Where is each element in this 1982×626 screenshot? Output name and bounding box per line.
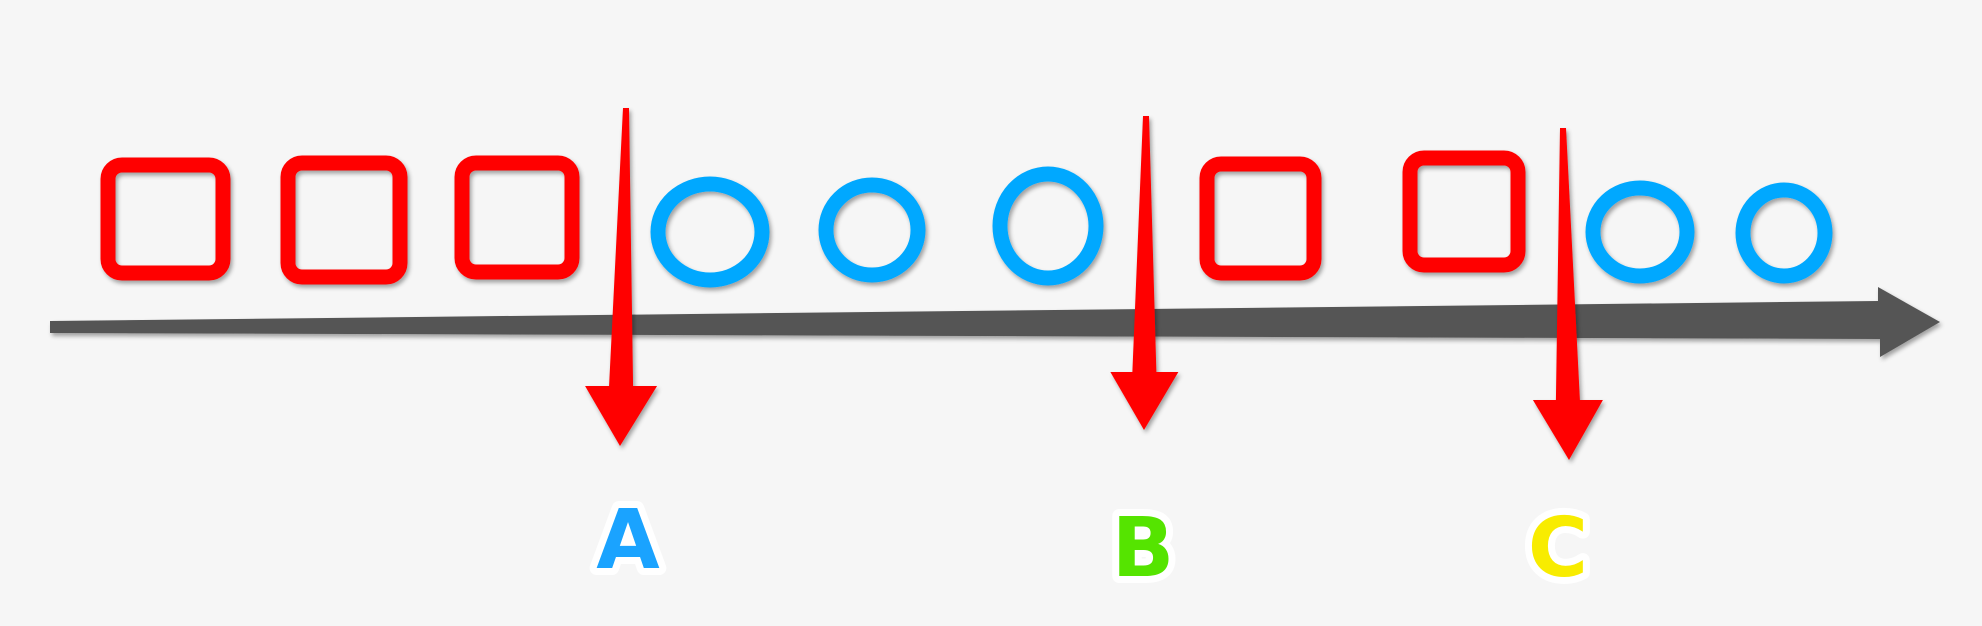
- square-shape-1: [100, 157, 231, 281]
- square-shape-4: [1199, 156, 1322, 281]
- timeline-axis: [50, 287, 1940, 357]
- circle-shape-2: [818, 177, 926, 283]
- marker-label-c: C: [1528, 501, 1588, 596]
- timeline-axis-arrow: [50, 287, 1940, 357]
- marker-label-a: A: [596, 493, 660, 588]
- marker-arrow-a: [585, 108, 658, 446]
- circle-shape-3: [992, 166, 1104, 286]
- circle-shape-1: [650, 176, 770, 288]
- marker-arrow-b: [1110, 116, 1179, 430]
- marker-arrow-c: [1532, 128, 1603, 460]
- shape-sequence: [100, 150, 1833, 288]
- square-shape-5: [1402, 150, 1526, 273]
- marker-label-b: B: [1112, 501, 1175, 596]
- circle-shape-4: [1585, 180, 1695, 284]
- marker-arrows: [585, 108, 1603, 460]
- square-shape-2: [280, 155, 408, 285]
- marker-labels: A B C: [589, 486, 1595, 603]
- square-shape-3: [454, 155, 580, 280]
- circle-shape-5: [1735, 182, 1833, 284]
